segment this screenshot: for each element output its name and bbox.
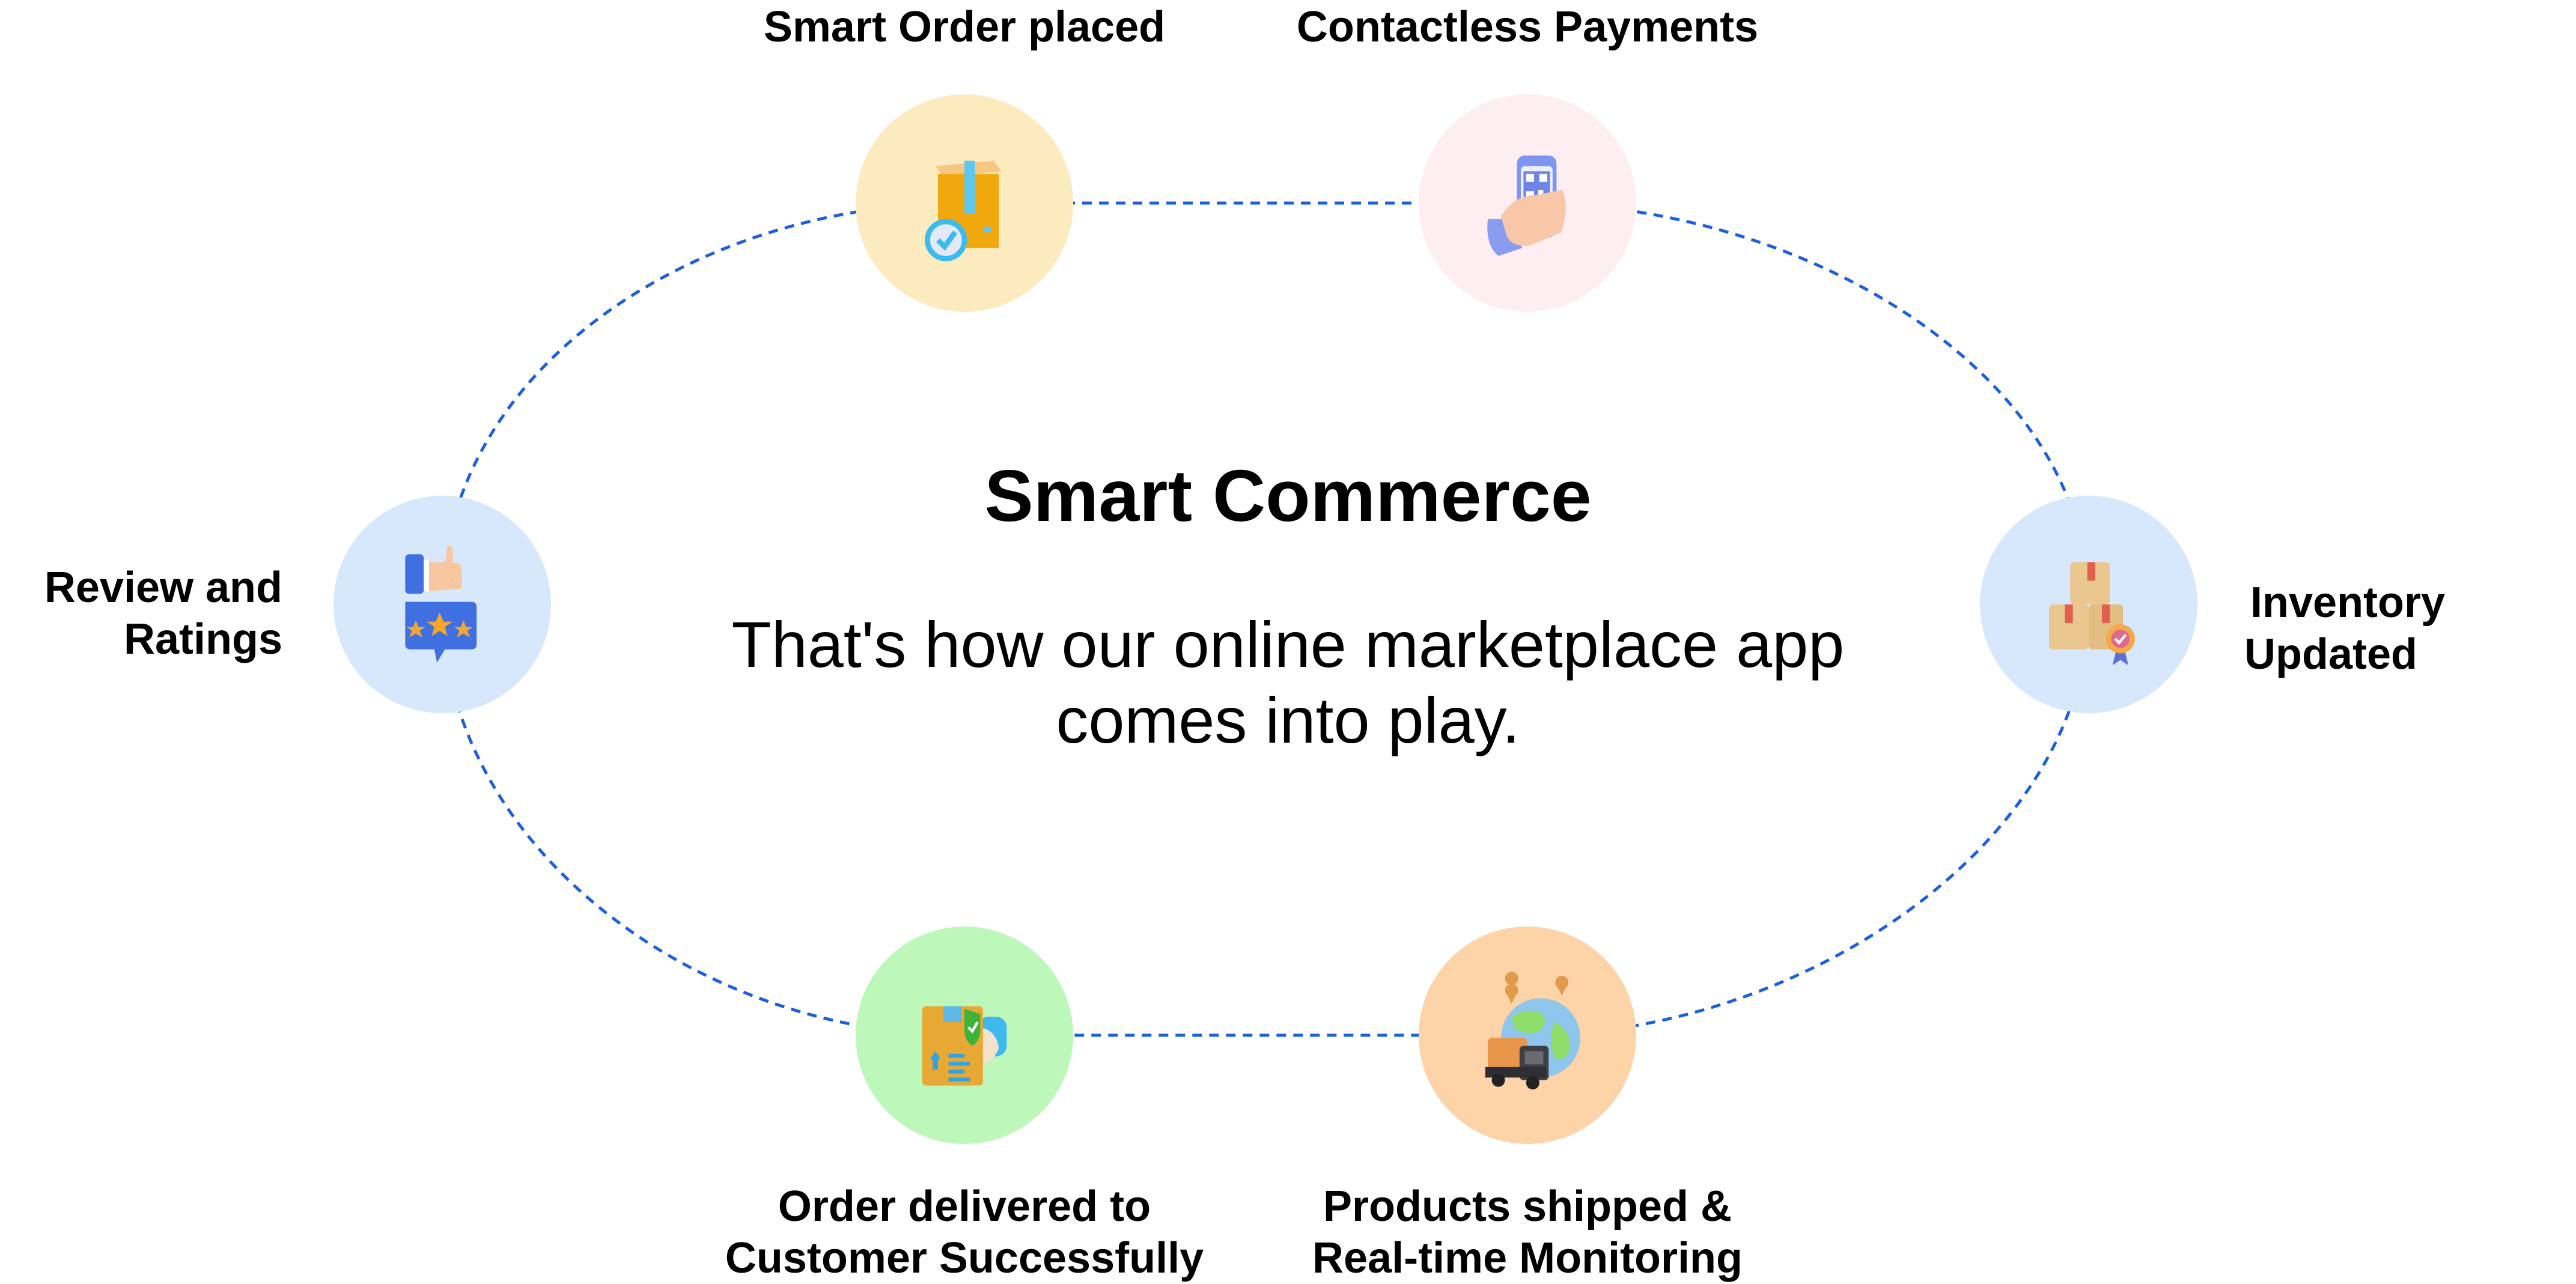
- step-node-review-ratings: [333, 496, 551, 713]
- step-label-line: Ratings: [123, 615, 282, 663]
- step-label-smart-order: Smart Order placed: [754, 1, 1175, 53]
- step-label-line: Updated: [2244, 630, 2417, 678]
- center-subtitle-line-1: That's how our online marketplace app: [731, 608, 1845, 681]
- step-label-line: Products shipped &: [1323, 1182, 1732, 1231]
- step-label-review-ratings: Review and Ratings: [24, 562, 282, 665]
- step-label-line: Order delivered to: [778, 1182, 1151, 1231]
- phone-qr-pay-icon: [1487, 155, 1566, 256]
- truck-globe-icon: [1485, 972, 1580, 1090]
- step-node-contactless-payments: [1419, 94, 1636, 312]
- step-label-line: Smart Order placed: [763, 3, 1166, 51]
- step-label-line: Customer Successfully: [725, 1234, 1204, 1282]
- step-label-products-shipped: Products shipped & Real-time Monitoring: [1287, 1181, 1768, 1284]
- step-label-line: Contactless Payments: [1296, 3, 1759, 51]
- step-label-order-delivered: Order delivered to Customer Successfully: [694, 1181, 1235, 1284]
- center-subtitle: That's how our online marketplace app co…: [0, 607, 2576, 758]
- delivered-box-shield-icon: [922, 1006, 1007, 1086]
- step-label-contactless-payments: Contactless Payments: [1287, 1, 1768, 53]
- step-node-smart-order: [856, 94, 1073, 312]
- step-label-line: Real-time Monitoring: [1312, 1234, 1743, 1282]
- package-check-icon: [925, 160, 1002, 261]
- step-label-line: Review and: [44, 564, 282, 612]
- step-label-inventory-updated: Inventory Updated: [2244, 577, 2445, 680]
- step-node-products-shipped: [1419, 926, 1636, 1144]
- center-title: Smart Commerce: [984, 455, 1592, 537]
- thumbs-up-stars-icon: [405, 546, 477, 663]
- stacked-boxes-badge-icon: [2049, 562, 2135, 666]
- cycle-dashed-line: [440, 201, 2090, 1037]
- step-node-inventory-updated: [1980, 496, 2197, 713]
- center-subtitle-line-2: comes into play.: [1056, 684, 1520, 756]
- step-label-line: Inventory: [2250, 579, 2446, 627]
- step-node-order-delivered: [856, 926, 1073, 1144]
